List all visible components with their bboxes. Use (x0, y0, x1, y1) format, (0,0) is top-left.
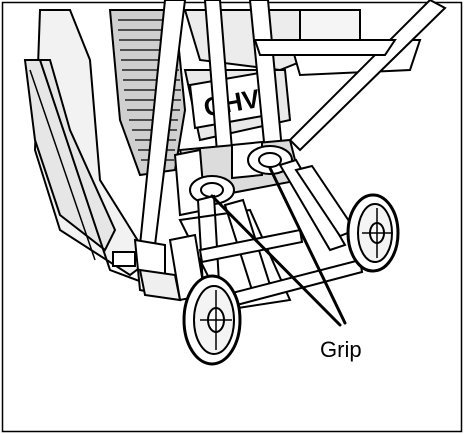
leader-line-right-grip (268, 166, 347, 325)
leader-line-left-grip (210, 194, 342, 327)
wheel-front-left (182, 274, 242, 366)
handle-frame (138, 0, 447, 246)
wheel-rear-right (346, 193, 400, 273)
grip-callout-lines (210, 166, 347, 327)
grip-callout-label: Grip (320, 337, 362, 362)
machine-housing (23, 9, 152, 286)
axle-bracket (112, 238, 182, 302)
left-grip-pivot (189, 175, 235, 205)
